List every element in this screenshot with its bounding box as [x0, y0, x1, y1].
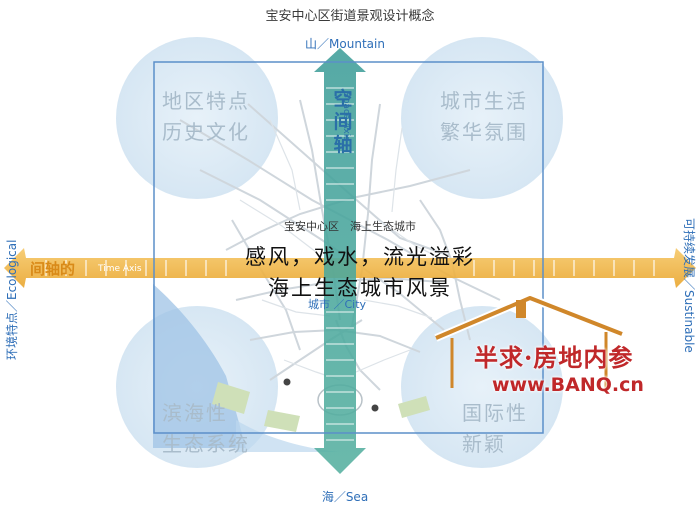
headline-line-2: 海上生态城市风景: [268, 276, 452, 300]
circle-top-right-line-1: 城市生活: [440, 89, 528, 113]
plaza-node-2: [371, 404, 379, 412]
axis-label-ecological: 环境特点／Ecological: [5, 239, 19, 360]
circle-top-right: [401, 37, 563, 199]
space-axis-arrow: [314, 48, 366, 474]
center-subtitle: 宝安中心区 海上生态城市: [284, 220, 416, 233]
circle-text-bottom-right: 国际性 新颖: [462, 398, 528, 460]
circle-bottom-left-line-1: 滨海性: [162, 401, 228, 425]
space-axis-char-1: 空: [333, 88, 353, 110]
space-axis-char-2: 间: [333, 111, 353, 133]
axis-label-sustainable: 可持续发展／Sustinable: [682, 218, 696, 353]
circle-top-left-line-1: 地区特点: [162, 89, 250, 113]
green-area-2: [264, 410, 300, 432]
time-axis-english: Time Axis: [98, 264, 142, 274]
circle-text-top-left: 地区特点 历史文化: [162, 86, 250, 148]
space-axis-char-3: 轴: [333, 134, 353, 156]
circle-bottom-right: [401, 306, 563, 468]
circle-top-right-line-2: 繁华氛围: [440, 120, 528, 144]
circle-bottom-right-line-2: 新颖: [462, 432, 506, 456]
circle-text-bottom-left: 滨海性 生态系统: [162, 398, 250, 460]
water-area-lower: [236, 420, 340, 452]
circle-bottom-right-line-1: 国际性: [462, 401, 528, 425]
circle-bottom-left-line-2: 生态系统: [162, 432, 250, 456]
green-area-3: [398, 396, 430, 418]
time-axis-stripes: [45, 260, 655, 276]
city-map-sketch: [153, 99, 501, 452]
green-area-1: [212, 382, 250, 414]
watermark-url: www.BANQ.cn: [492, 374, 644, 396]
space-axis-stripes: [326, 87, 354, 441]
watermark-text: 半求·房地内参: [474, 343, 634, 372]
page-title: 宝安中心区街道景观设计概念: [265, 9, 435, 24]
concept-frame: [153, 61, 544, 434]
space-axis-english: Space Axis: [341, 92, 351, 141]
axis-label-city: 城市 ／City: [308, 298, 367, 311]
plaza-node-1: [283, 378, 291, 386]
headline-line-1: 感风，戏水，流光溢彩: [245, 245, 475, 269]
circle-top-left: [116, 37, 278, 199]
axis-label-mountain: 山／Mountain: [305, 37, 385, 51]
house-logo-icon: [434, 294, 624, 388]
street-lines-minor: [239, 119, 449, 381]
axis-label-sea: 海／Sea: [321, 490, 369, 504]
circle-text-top-right: 城市生活 繁华氛围: [440, 86, 528, 148]
time-axis-chinese: 间轴的: [30, 260, 76, 278]
circle-top-left-line-2: 历史文化: [162, 120, 250, 144]
